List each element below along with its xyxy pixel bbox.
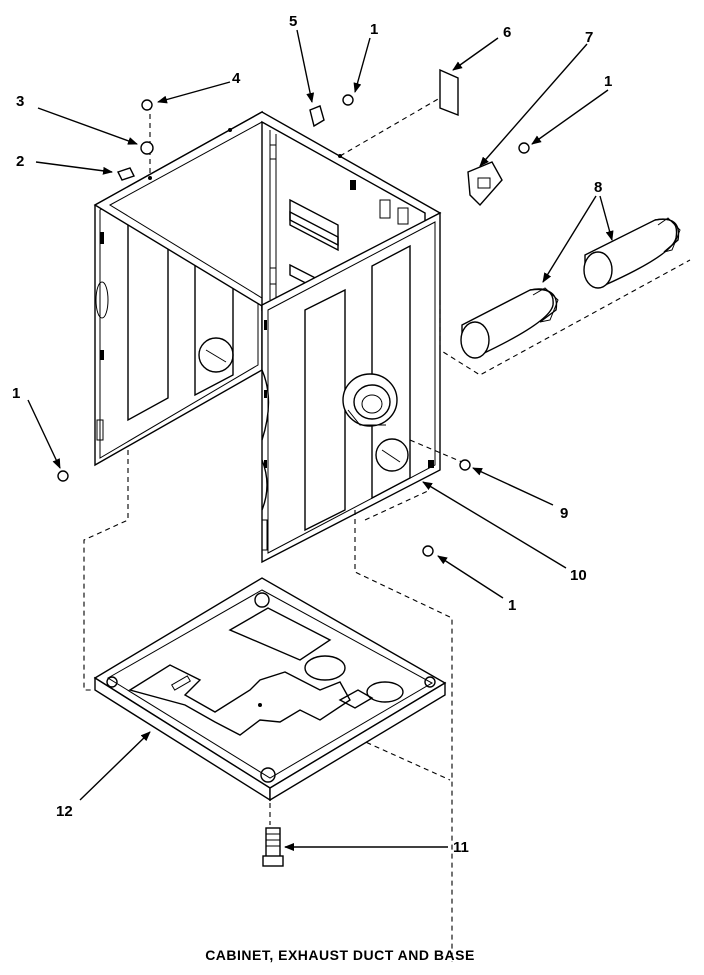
front-panel [261, 211, 441, 564]
callout-1-left: 1 [12, 385, 20, 402]
callout-5: 5 [289, 13, 297, 30]
part-7-bracket [467, 161, 503, 207]
callout-6: 6 [503, 24, 511, 41]
part-6-label-plate [439, 68, 459, 117]
screw-parts [57, 94, 530, 557]
callout-2: 2 [16, 153, 24, 170]
part-2-tab [117, 167, 135, 181]
exhaust-duct-tube [460, 287, 559, 359]
callout-9: 9 [560, 505, 568, 522]
callout-12: 12 [56, 803, 73, 820]
part-11-leveling-leg [262, 827, 284, 867]
callout-arrows [27, 29, 614, 851]
part-5-clip [309, 105, 325, 128]
diagram-caption: CABINET, EXHAUST DUCT AND BASE [205, 947, 475, 963]
callout-8: 8 [594, 179, 602, 196]
callout-10: 10 [570, 567, 587, 584]
exhaust-duct-tube [583, 217, 681, 289]
callout-1: 1 [370, 21, 378, 38]
callout-3: 3 [16, 93, 24, 110]
callout-7: 7 [585, 29, 593, 46]
cabinet-base [93, 577, 447, 802]
callout-4: 4 [232, 70, 241, 87]
part-3-plug [140, 141, 154, 155]
callout-11: 11 [453, 839, 469, 856]
callout-1-bottom: 1 [508, 597, 516, 614]
callout-1-right: 1 [604, 73, 612, 90]
dashed-guides [83, 94, 691, 962]
